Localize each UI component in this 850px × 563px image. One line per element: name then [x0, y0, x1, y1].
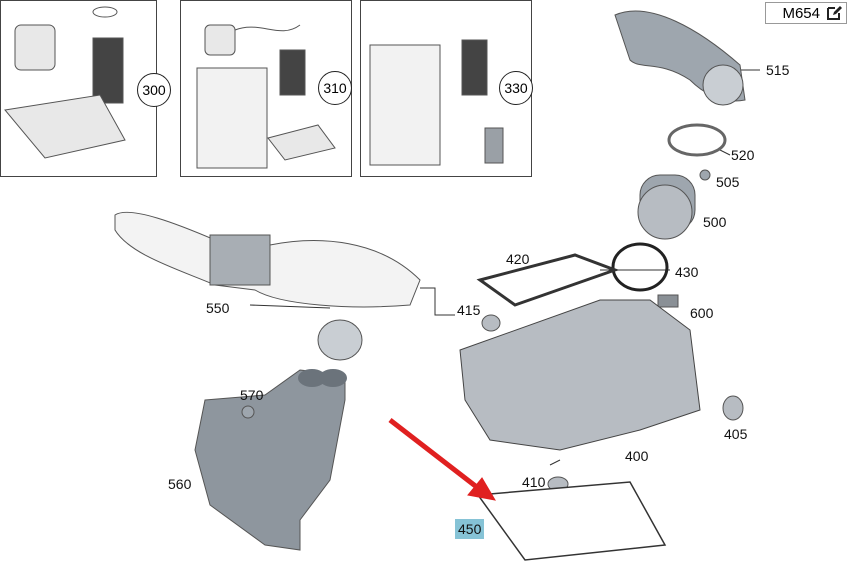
- part-560-resonator: [194, 369, 347, 551]
- part-label-500[interactable]: 500: [703, 214, 727, 230]
- kit-330-parts: [369, 39, 504, 166]
- part-550-intake: [114, 211, 421, 361]
- part-label-560[interactable]: 560: [168, 476, 192, 492]
- kit-number-300[interactable]: 300: [137, 73, 171, 107]
- part-520-clamp: [667, 123, 727, 157]
- part-label-420[interactable]: 420: [506, 251, 530, 267]
- part-label-515[interactable]: 515: [766, 62, 790, 78]
- part-400-airbox: [459, 299, 701, 451]
- part-label-400[interactable]: 400: [625, 448, 649, 464]
- red-arrow: [388, 418, 496, 501]
- kit-number-330[interactable]: 330: [499, 71, 533, 105]
- kit-300-parts: [4, 6, 126, 159]
- part-label-520[interactable]: 520: [731, 147, 755, 163]
- part-label-430[interactable]: 430: [675, 264, 699, 280]
- part-label-410[interactable]: 410: [522, 474, 546, 490]
- part-450-filter: [476, 481, 667, 561]
- part-420-gasket: [476, 253, 620, 307]
- edit-icon[interactable]: [826, 5, 842, 21]
- engine-badge[interactable]: M654: [765, 2, 847, 24]
- part-label-415[interactable]: 415: [457, 302, 481, 318]
- part-label-450-highlighted[interactable]: 450: [455, 519, 485, 539]
- kit-310-parts: [196, 24, 336, 169]
- part-label-550[interactable]: 550: [206, 300, 230, 316]
- part-label-600[interactable]: 600: [690, 305, 714, 321]
- part-500-sensor: [637, 174, 696, 240]
- part-430-seal: [611, 242, 669, 292]
- kit-number-310[interactable]: 310: [318, 71, 352, 105]
- part-label-505[interactable]: 505: [716, 174, 740, 190]
- engine-code: M654: [782, 4, 820, 22]
- part-label-570[interactable]: 570: [240, 387, 264, 403]
- part-label-405[interactable]: 405: [724, 426, 748, 442]
